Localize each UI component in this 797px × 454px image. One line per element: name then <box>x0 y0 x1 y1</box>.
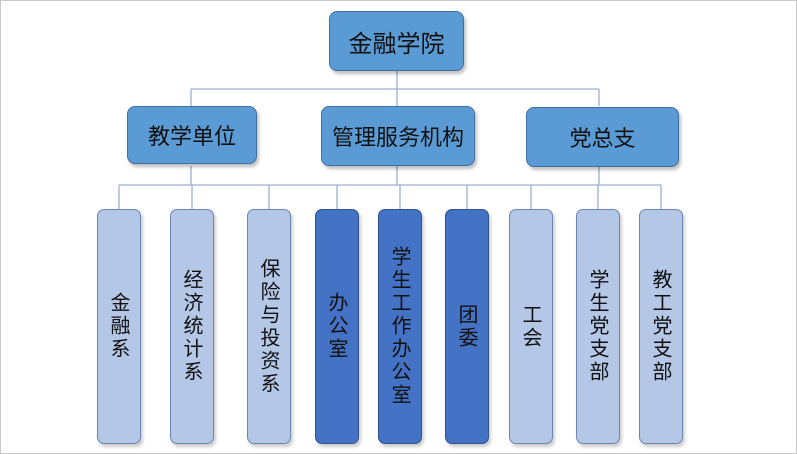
leaf-label: 保险与投资系 <box>257 257 281 396</box>
leaf-insurance-investment-dept: 保险与投资系 <box>247 209 291 444</box>
connector-leaves <box>118 185 662 209</box>
branch-admin-services: 管理服务机构 <box>321 106 475 166</box>
leaf-label: 经济统计系 <box>180 269 204 384</box>
branch-label: 管理服务机构 <box>331 126 464 151</box>
root-label: 金融学院 <box>348 29 445 58</box>
connector-branches <box>119 166 661 186</box>
leaf-finance-dept: 金融系 <box>97 209 141 444</box>
branch-party-branch: 党总支 <box>526 107 679 167</box>
branch-label: 党总支 <box>569 127 636 152</box>
leaf-label: 金融系 <box>107 292 131 361</box>
leaf-student-party-branch: 学生党支部 <box>576 209 620 444</box>
branch-teaching-units: 教学单位 <box>127 106 257 164</box>
root-node: 金融学院 <box>329 11 464 71</box>
connector-root <box>190 71 600 106</box>
leaf-label: 教工党支部 <box>649 269 673 384</box>
leaf-label: 团委 <box>455 303 479 350</box>
leaf-office: 办公室 <box>315 209 359 444</box>
leaf-label: 工会 <box>519 303 543 350</box>
leaf-faculty-party-branch: 教工党支部 <box>639 209 683 444</box>
leaf-label: 学生党支部 <box>586 269 610 384</box>
branch-label: 教学单位 <box>147 125 236 150</box>
leaf-youth-league: 团委 <box>445 209 489 444</box>
leaf-labor-union: 工会 <box>509 209 553 444</box>
leaf-economic-statistics-dept: 经济统计系 <box>170 209 214 444</box>
leaf-label: 学生工作办公室 <box>388 246 412 407</box>
leaf-student-affairs-office: 学生工作办公室 <box>378 209 422 444</box>
leaf-label: 办公室 <box>325 292 349 361</box>
